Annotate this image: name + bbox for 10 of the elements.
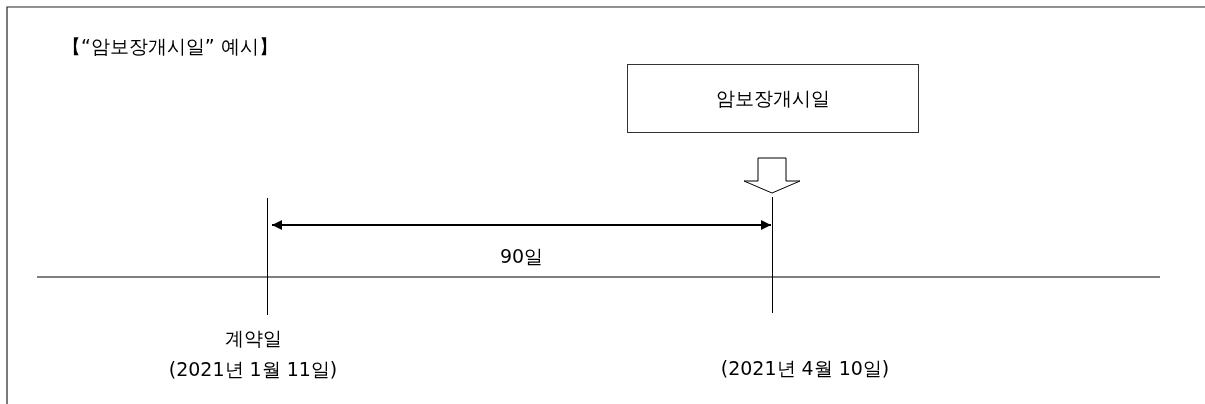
block-arrow <box>743 157 801 194</box>
tick-mark <box>772 197 773 313</box>
date-box: 암보장개시일 <box>627 64 919 133</box>
date-label: (2021년 1월 11일) <box>168 357 338 383</box>
date-label: (2021년 4월 10일) <box>720 356 890 381</box>
tick-mark <box>267 198 268 315</box>
double-arrow <box>271 220 772 230</box>
date-label: 계약일 <box>224 326 282 351</box>
edge-label: 90일 <box>499 247 544 266</box>
diagram-title: 【“암보장개시일” 예시】 <box>62 37 278 56</box>
